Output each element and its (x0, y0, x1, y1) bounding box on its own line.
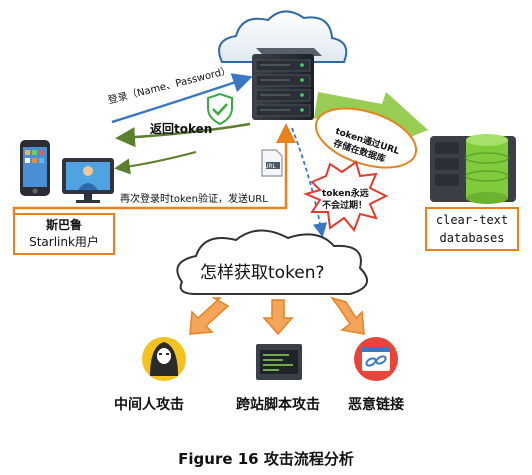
hacker-icon (142, 337, 186, 381)
url-leak-arrow (291, 127, 328, 238)
link-browser-icon (354, 337, 398, 381)
database-icon (430, 134, 516, 204)
question-cloud (176, 229, 369, 295)
user-label-2: Starlink用户 (29, 235, 99, 249)
login-arrow (111, 73, 253, 124)
db-label-2: databases (439, 231, 505, 245)
never-expire-burst (303, 160, 389, 232)
monitor-arrow (114, 151, 197, 175)
question-label: 怎样获取token? (200, 263, 325, 283)
user-box (13, 213, 115, 255)
shield-check-icon (207, 92, 233, 126)
never-expire-label-1: token永远 (322, 189, 369, 199)
attack-link-label: 恶意链接 (348, 397, 404, 413)
attack-arrow-right (330, 296, 365, 335)
attack-mitm-label: 中间人攻击 (114, 397, 184, 413)
return-token-label: 返回token (150, 122, 213, 136)
attack-arrow-middle (262, 299, 294, 336)
relogin-label: 再次登录时token验证，发送URL (120, 194, 268, 205)
url-tag-label: URL (264, 163, 276, 170)
user-label-1: 斯巴鲁 (45, 218, 82, 232)
return-token-arrow (115, 122, 251, 148)
never-expire-label-2: 不会过期！ (322, 201, 368, 211)
relogin-arrow (12, 123, 296, 214)
token-store-bubble (314, 107, 418, 169)
attack-xss-label: 跨站脚本攻击 (236, 397, 320, 413)
code-window-icon (256, 344, 302, 380)
url-document-icon (261, 149, 283, 177)
monitor-user-icon (62, 158, 114, 203)
server-icon (252, 48, 322, 120)
figure-caption: Figure 16 攻击流程分析 (178, 450, 354, 468)
phone-icon (20, 140, 50, 196)
db-label-1: clear-text (435, 213, 509, 227)
database-box (425, 207, 519, 251)
attack-arrow-left (189, 297, 230, 335)
